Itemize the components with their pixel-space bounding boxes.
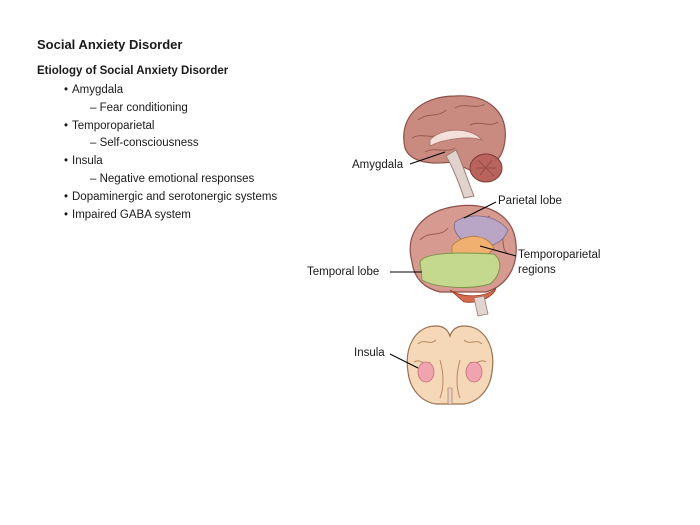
insula-leader-line bbox=[389, 353, 419, 369]
parietal-lobe-leader-line bbox=[463, 201, 497, 219]
bullet-item: •Amygdala bbox=[64, 84, 124, 96]
sub-bullet-item: – Fear conditioning bbox=[90, 101, 188, 114]
bullet-item: •Impaired GABA system bbox=[64, 208, 191, 221]
insula-label: Insula bbox=[354, 347, 385, 359]
temporoparietal-leader-line bbox=[479, 245, 517, 257]
temporoparietal-label-line2: regions bbox=[518, 264, 556, 276]
bullet-item: •Insula bbox=[64, 155, 103, 168]
bullet-item: •Temporoparietal bbox=[64, 119, 155, 132]
temporal-lobe-label: Temporal lobe bbox=[307, 266, 380, 278]
slide-subtitle: Etiology of Social Anxiety Disorder bbox=[37, 65, 229, 77]
amygdala-leader-line bbox=[409, 151, 446, 165]
slide-title: Social Anxiety Disorder bbox=[37, 37, 183, 52]
sub-bullet-item: – Negative emotional responses bbox=[90, 172, 255, 185]
amygdala-label: Amygdala bbox=[352, 159, 404, 171]
bullet-item: •Dopaminergic and serotonergic systems bbox=[64, 190, 278, 203]
sub-bullet-item: – Self-consciousness bbox=[90, 137, 199, 150]
coronal-brain-image bbox=[406, 325, 494, 405]
lateral-brain-image bbox=[409, 204, 517, 317]
bullet-list: •Amygdala – Fear conditioning •Temporopa… bbox=[64, 82, 277, 224]
temporoparietal-label-line1: Temporoparietal bbox=[518, 249, 601, 261]
sagittal-brain-image bbox=[403, 95, 506, 199]
parietal-lobe-label: Parietal lobe bbox=[498, 195, 562, 207]
